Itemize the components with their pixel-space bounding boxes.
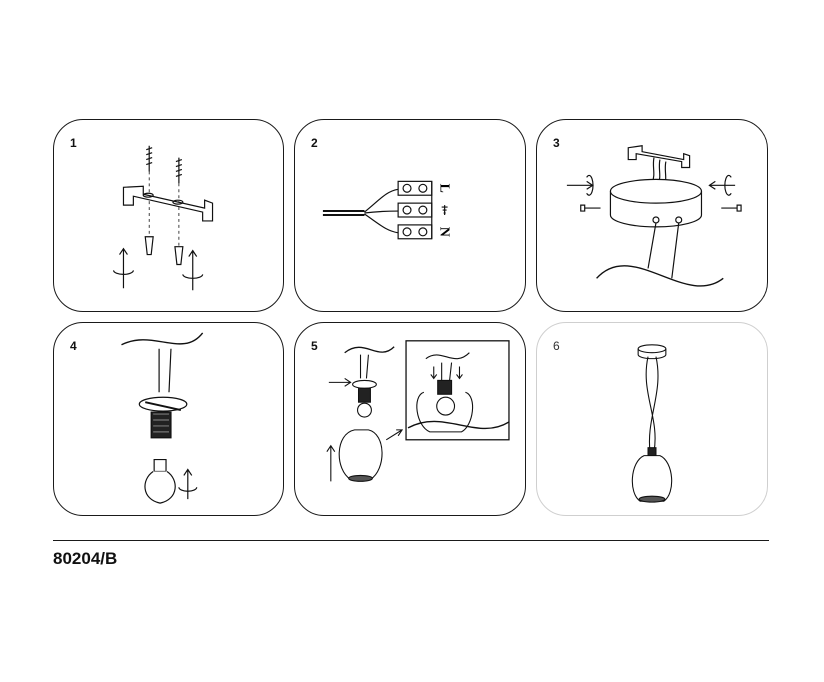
shade-installation-illustration [326,340,510,482]
model-number: 80204/B [53,549,118,568]
step-number: 2 [311,136,318,150]
step-5-panel: 5 [294,322,526,516]
terminal-neutral-label: N [438,227,453,237]
finished-pendant-illustration [631,344,673,503]
step-number: 6 [553,339,560,353]
terminal-line-label: L [438,184,453,193]
step-4-panel: 4 [53,322,284,516]
bracket-mounting-illustration [112,145,214,291]
step-number: 3 [553,136,560,150]
step-2-panel: 2 L N [294,119,526,312]
step-6-panel: 6 [536,322,768,516]
terminal-block-illustration: L N [322,180,453,240]
canopy-fixing-illustration [566,145,742,287]
footer-divider [53,540,769,541]
step-number: 4 [70,339,77,353]
step-1-panel: 1 [53,119,284,312]
step-3-panel: 3 [536,119,768,312]
step-number: 1 [70,136,77,150]
step-number: 5 [311,339,318,353]
bulb-installation-illustration [121,332,204,504]
